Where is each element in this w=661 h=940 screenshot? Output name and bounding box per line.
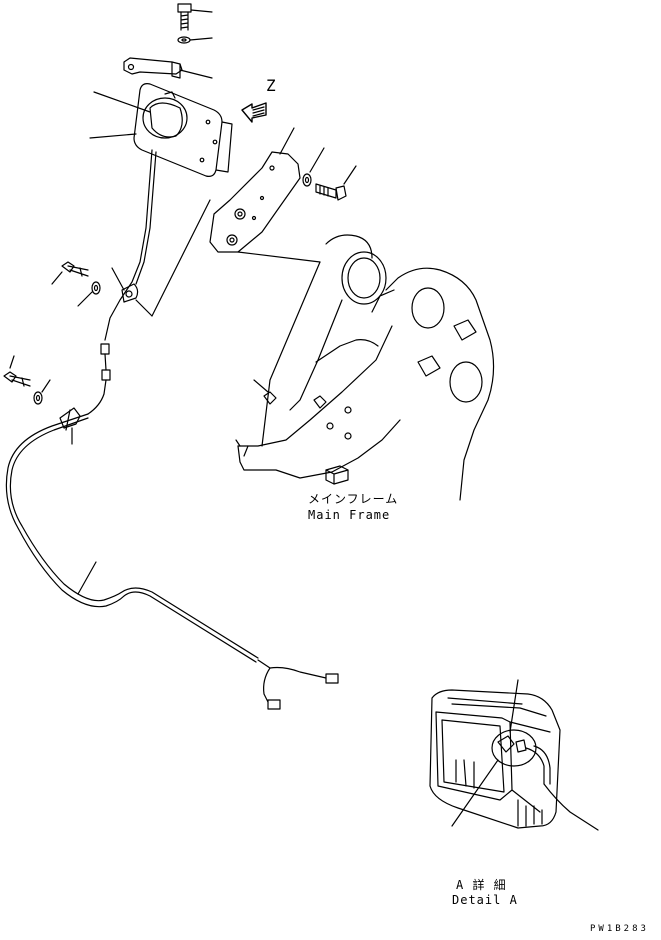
cable-clamp-lower bbox=[60, 408, 80, 444]
washer-left-mid bbox=[78, 282, 100, 306]
work-lamp bbox=[90, 84, 232, 177]
plate-washer bbox=[303, 148, 324, 186]
view-z-label: Z bbox=[266, 76, 276, 95]
lamp-cable bbox=[105, 150, 156, 340]
harness-branches bbox=[258, 660, 338, 709]
bolt-left-low bbox=[4, 356, 30, 386]
main-frame-label-en: Main Frame bbox=[308, 508, 391, 522]
drawing-code: PW1B283 bbox=[590, 924, 649, 934]
mount-plate bbox=[152, 128, 320, 316]
main-harness bbox=[6, 414, 258, 662]
main-frame bbox=[236, 235, 494, 500]
view-arrow-z bbox=[242, 103, 266, 122]
main-frame-label-jp: メインフレーム bbox=[308, 492, 399, 506]
detail-a-label-en: Detail A bbox=[452, 893, 518, 907]
top-washer bbox=[178, 37, 212, 43]
washer-left-low bbox=[34, 380, 50, 404]
top-bolt bbox=[178, 4, 212, 30]
frame-marker-block bbox=[326, 466, 348, 484]
detail-a-lamp bbox=[430, 680, 598, 830]
detail-a-label-jp: A 詳 細 bbox=[456, 878, 507, 892]
cable-clip bbox=[112, 268, 152, 316]
plate-bolt bbox=[316, 166, 356, 200]
cable-connector-upper bbox=[88, 344, 110, 414]
bolt-left-mid bbox=[52, 262, 88, 284]
mount-bracket bbox=[124, 58, 212, 78]
